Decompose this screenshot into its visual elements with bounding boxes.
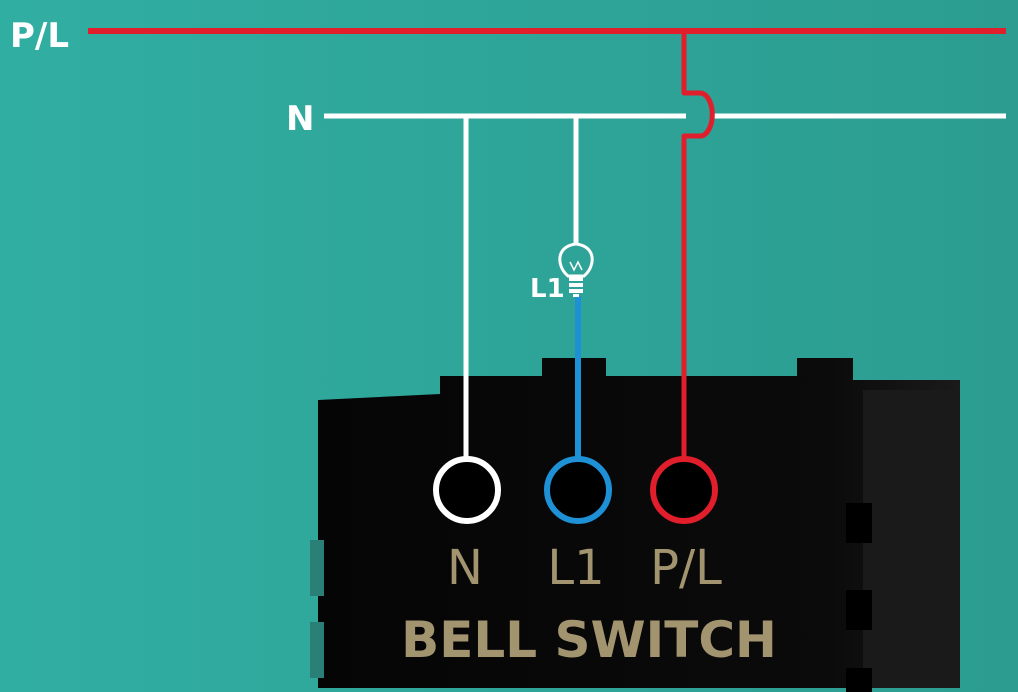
terminal-pl [650,456,718,524]
terminal-pl-label: P/L [650,540,722,596]
live-line: P/L [10,16,1006,56]
neutral-line-label: N [286,99,314,139]
side-notch [310,622,324,678]
side-notch [846,668,872,692]
neutral-line: N [286,99,1006,139]
side-notch [846,590,872,630]
lamp-label: L1 [530,274,565,304]
terminal-n [433,456,501,524]
terminal-n-label: N [447,540,483,596]
side-notch [846,503,872,543]
live-drop-wire [681,31,715,462]
terminal-l1 [544,456,612,524]
switch-title: BELL SWITCH [401,611,777,669]
bell-switch-body [310,358,960,692]
terminal-l1-label: L1 [547,540,604,596]
live-line-label: P/L [10,16,69,56]
side-notch [310,540,324,596]
light-bulb-icon [558,242,594,297]
